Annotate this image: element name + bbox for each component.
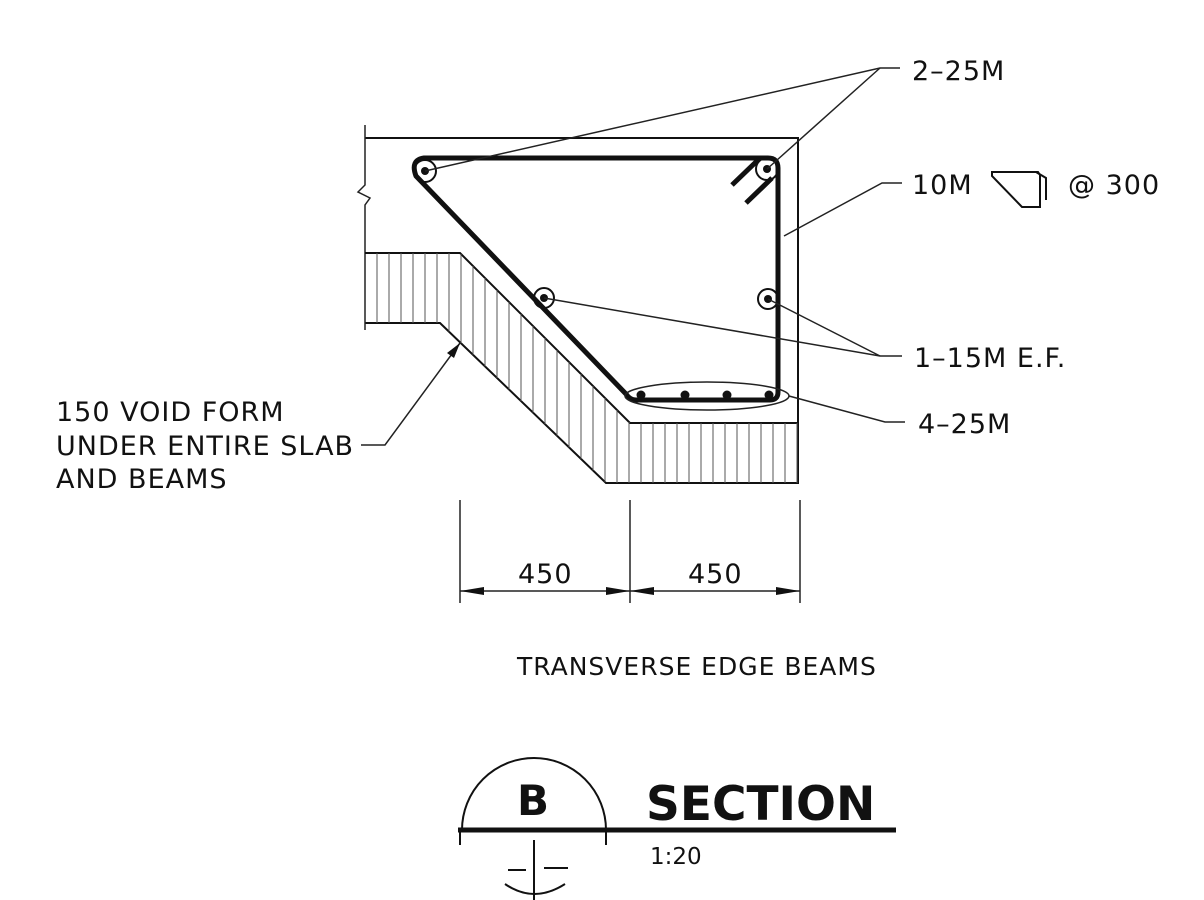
section-letter: B <box>517 776 549 825</box>
dimension-lines <box>459 500 801 603</box>
void-form-hatch <box>376 253 798 483</box>
stirrup-shape-icon <box>991 171 1047 208</box>
bottom-bars <box>624 381 790 411</box>
dimension-right: 450 <box>688 559 743 590</box>
dimension-left: 450 <box>518 559 573 590</box>
top-bars-label: 2–25M <box>912 56 1005 87</box>
bottom-bars-label: 4–25M <box>918 409 1011 440</box>
void-form-label-2: UNDER ENTIRE SLAB <box>56 431 354 462</box>
section-marker <box>458 757 896 900</box>
void-form-label-3: AND BEAMS <box>56 464 228 495</box>
void-form-label-1: 150 VOID FORM <box>56 397 285 428</box>
rebar-bars <box>413 157 790 411</box>
stirrup-spacing-label: @ 300 <box>1068 170 1160 201</box>
drawing-title: TRANSVERSE EDGE BEAMS <box>516 652 877 681</box>
stirrup <box>411 155 781 403</box>
side-bars-label: 1–15M E.F. <box>914 343 1066 374</box>
section-scale: 1:20 <box>650 844 702 870</box>
section-heading: SECTION <box>646 777 875 832</box>
leader-lines <box>361 67 905 446</box>
stirrup-label: 10M <box>912 170 973 201</box>
